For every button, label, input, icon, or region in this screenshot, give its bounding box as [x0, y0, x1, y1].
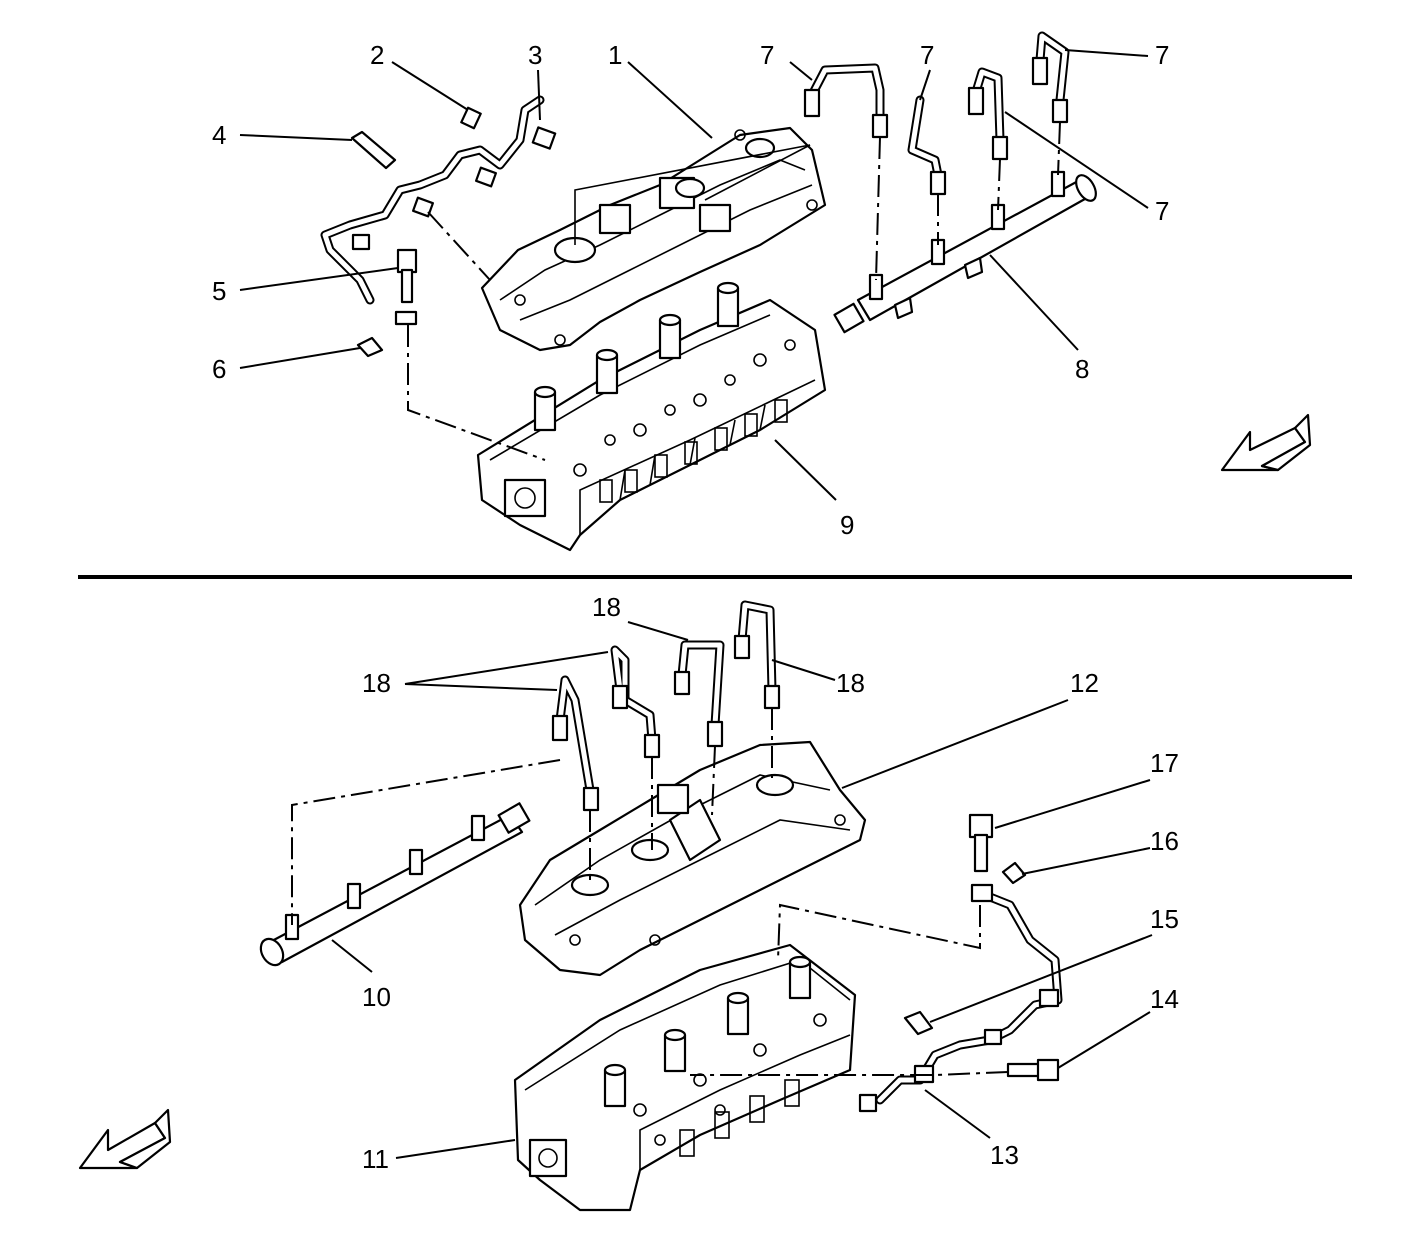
callout-12: 12: [1070, 668, 1099, 698]
callout-18-a: 18: [592, 592, 621, 622]
callout-8: 8: [1075, 354, 1089, 384]
callout-4: 4: [212, 120, 226, 150]
callout-labels: 1 2 3 4 5 6 7 7 7 7 8 9 10 11 12 13 14 1…: [212, 40, 1179, 1174]
callout-7-d: 7: [1155, 196, 1169, 226]
installation-guide-lines-lower: [291, 708, 1009, 1076]
callout-1: 1: [608, 40, 622, 70]
callout-2: 2: [370, 40, 384, 70]
callout-11: 11: [362, 1144, 389, 1174]
callout-5: 5: [212, 276, 226, 306]
leader-lines-upper: [239, 49, 1149, 501]
front-direction-arrow-icon: [1220, 413, 1312, 472]
callout-7-c: 7: [1155, 40, 1169, 70]
valve-cover-lower: [518, 740, 867, 977]
callout-14: 14: [1150, 984, 1179, 1014]
valve-cover-upper: [480, 126, 827, 352]
fuel-rail-lower: [259, 802, 531, 967]
front-direction-arrow-icon: [78, 1108, 172, 1170]
fuel-lines-lower: [551, 600, 781, 812]
callout-10: 10: [362, 982, 391, 1012]
wiring-harness-lower: [858, 813, 1063, 1113]
fuel-rail-upper: [833, 170, 1097, 334]
callout-9: 9: [840, 510, 854, 540]
leader-lines-lower: [331, 621, 1153, 1159]
callout-7-b: 7: [920, 40, 934, 70]
fuel-lines-upper: [803, 31, 1070, 196]
callout-3: 3: [528, 40, 542, 70]
callout-13: 13: [990, 1140, 1019, 1170]
callout-16: 16: [1150, 826, 1179, 856]
installation-guide-lines-upper: [407, 121, 1061, 461]
callout-18-c: 18: [836, 668, 865, 698]
callout-15: 15: [1150, 904, 1179, 934]
callout-7-a: 7: [760, 40, 774, 70]
callout-18-b: 18: [362, 668, 391, 698]
callout-17: 17: [1150, 748, 1179, 778]
cylinder-head-lower: [513, 943, 857, 1212]
callout-6: 6: [212, 354, 226, 384]
cylinder-head-upper: [476, 281, 827, 552]
wiring-harness-upper: [320, 95, 557, 358]
